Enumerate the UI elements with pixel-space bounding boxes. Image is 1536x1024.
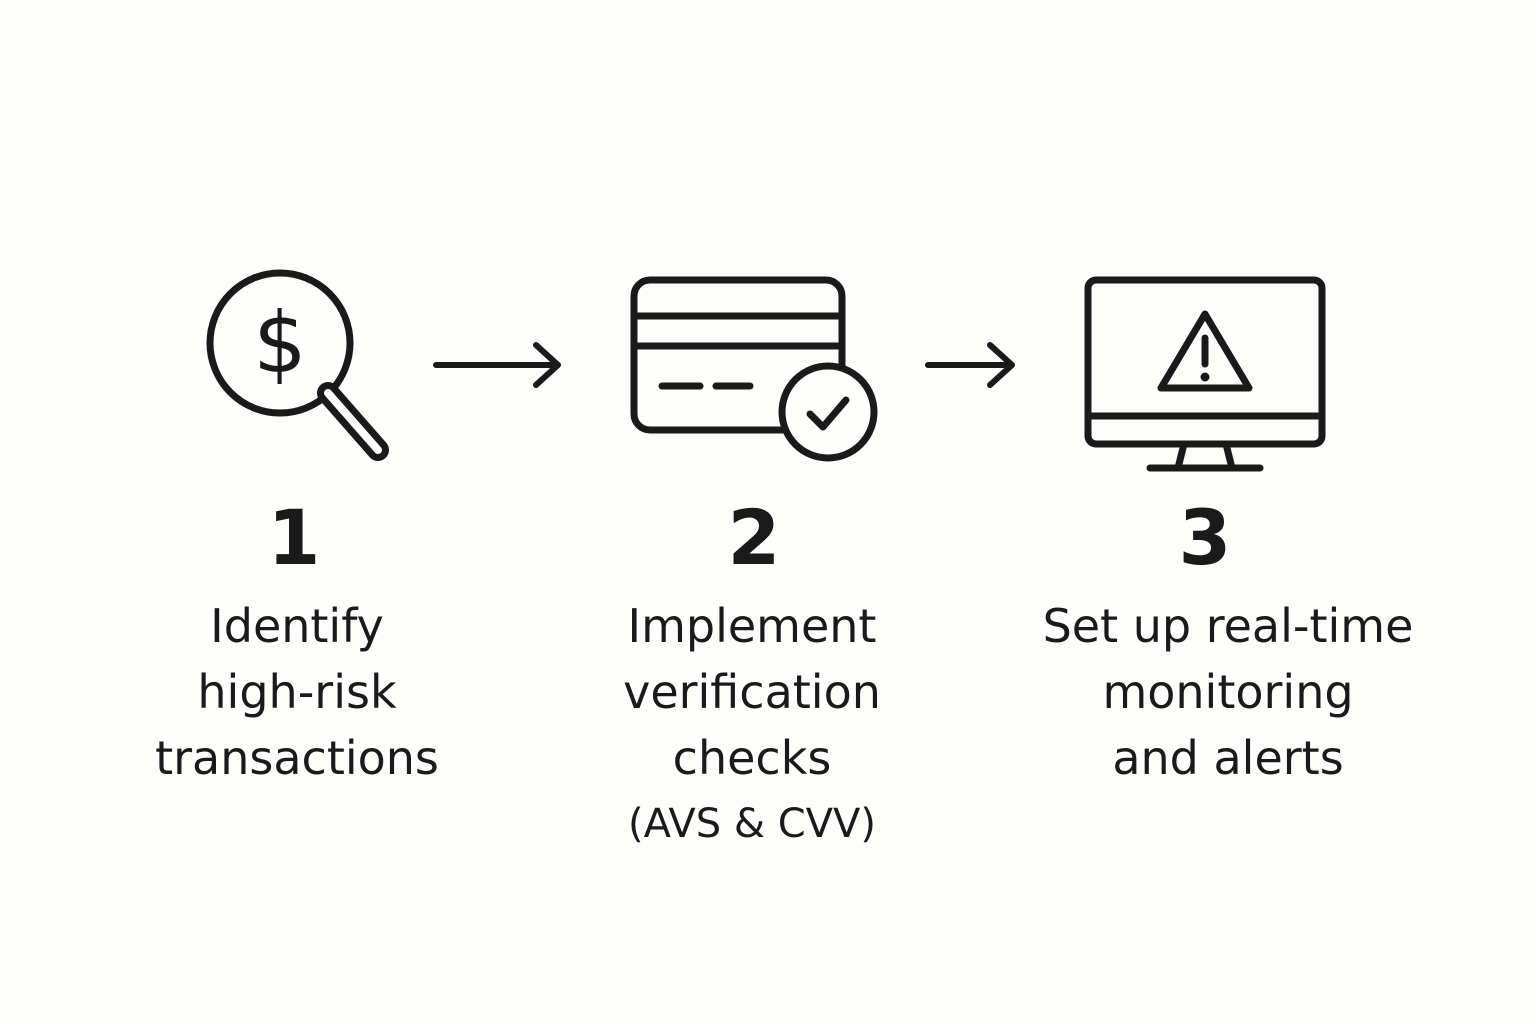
arrow-right-icon: [925, 342, 1015, 388]
monitor-warning-icon: [1084, 276, 1326, 472]
step-label-line: transactions: [155, 731, 439, 785]
step-label: Identify high-risk transactions: [87, 593, 507, 791]
step-label-line: high-risk: [197, 665, 397, 719]
step-label-line: and alerts: [1112, 731, 1344, 785]
step-label-line: checks: [672, 731, 832, 785]
step-label-line: verification: [623, 665, 881, 719]
credit-card-check-icon: [630, 276, 878, 462]
step-label-line: Set up real-time: [1042, 599, 1414, 653]
step-number: 3: [1178, 493, 1232, 582]
step-number: 1: [267, 493, 321, 582]
magnifier-dollar-icon: $: [206, 269, 389, 461]
step-label-line: Implement: [627, 599, 877, 653]
arrow-right-icon: [433, 342, 561, 388]
step-label: Implement verification checks (AVS & CVV…: [542, 593, 962, 857]
step-label-subline: (AVS & CVV): [627, 801, 877, 847]
step-label-line: Identify: [210, 599, 384, 653]
step-label: Set up real-time monitoring and alerts: [1018, 593, 1438, 791]
step-number: 2: [727, 493, 781, 582]
step-label-line: monitoring: [1102, 665, 1354, 719]
svg-text:$: $: [253, 294, 306, 392]
